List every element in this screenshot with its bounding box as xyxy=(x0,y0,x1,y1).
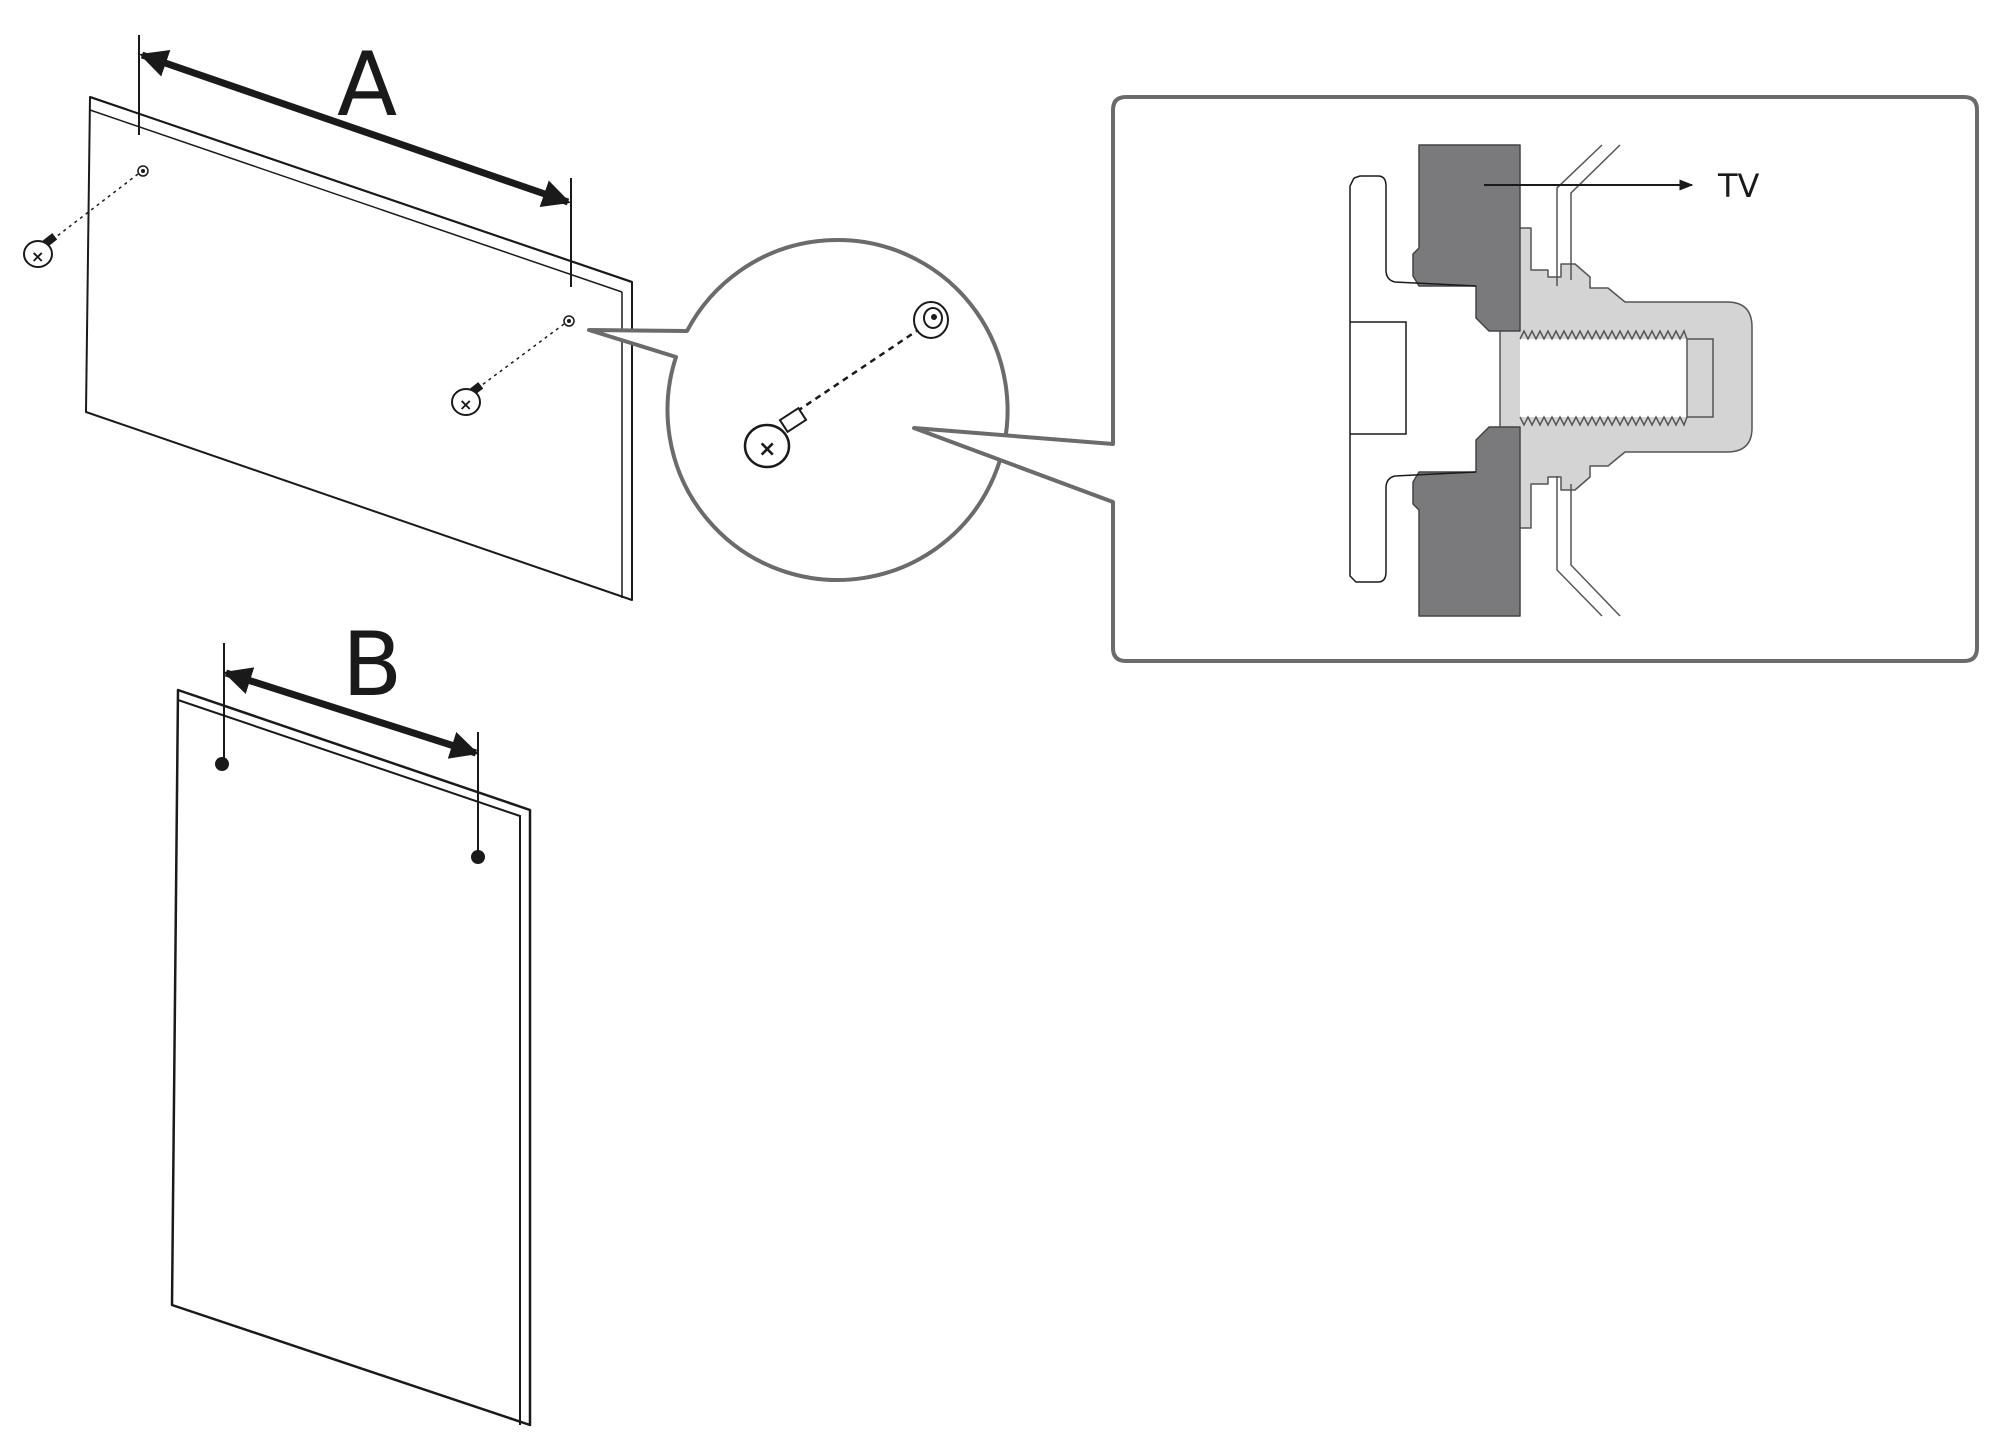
dimension-b-label: B xyxy=(342,613,402,716)
screw-icon: × xyxy=(23,173,139,268)
dimension-b: B xyxy=(223,613,479,852)
screw-icon: × xyxy=(451,323,565,416)
tv-label: TV xyxy=(1717,167,1760,205)
mount-hole-icon xyxy=(563,315,575,327)
dimension-a: A xyxy=(138,33,572,287)
svg-text:×: × xyxy=(758,437,776,462)
cross-section-detail: TV xyxy=(1349,144,1760,617)
dimension-a-arrow xyxy=(139,49,571,208)
zoom-callout: × xyxy=(587,238,1010,582)
cross-section-callout xyxy=(912,95,1979,663)
dimension-a-label: A xyxy=(337,33,397,136)
svg-text:×: × xyxy=(31,247,44,266)
screw-icon: × xyxy=(743,406,808,469)
dimension-b-arrow xyxy=(223,667,479,759)
tv-panel-portrait xyxy=(170,688,532,1427)
mount-hole-icon xyxy=(471,850,485,864)
mount-hole-icon xyxy=(137,165,149,177)
mount-insert-icon xyxy=(913,301,949,339)
tv-panel-landscape xyxy=(85,96,633,601)
mount-hole-icon xyxy=(215,757,229,771)
svg-text:×: × xyxy=(459,395,472,414)
